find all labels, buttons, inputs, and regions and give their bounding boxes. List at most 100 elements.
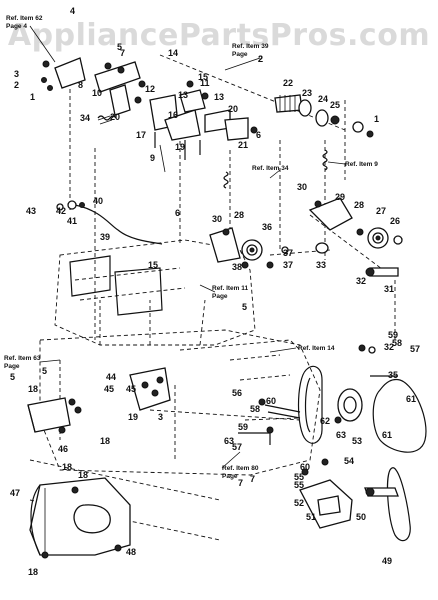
part-number-label: 61	[406, 394, 416, 404]
reference-callouts: Ref. Item 62 Page 4 Ref. Item 39 Page 2 …	[4, 15, 378, 484]
part-number-label: 62	[320, 416, 330, 426]
part-number-label: 7	[238, 478, 243, 488]
svg-text:Ref. Item 11: Ref. Item 11	[212, 285, 249, 292]
part-number-label: 25	[330, 100, 340, 110]
part-number-label: 35	[388, 370, 398, 380]
part-number-label: 50	[356, 512, 366, 522]
part-number-label: 15	[148, 260, 158, 270]
svg-text:2: 2	[258, 54, 263, 64]
belt-cover	[29, 477, 131, 559]
upper-bracket-assembly	[41, 57, 258, 173]
part-number-label: 47	[10, 488, 20, 498]
engine-housing	[54, 239, 256, 346]
control-rod	[238, 398, 301, 445]
part-number-label: 40	[93, 196, 103, 206]
part-number-label: 60	[266, 396, 276, 406]
part-number-label: 21	[238, 140, 248, 150]
part-number-label: 45	[126, 384, 136, 394]
part-number-label: 18	[28, 567, 38, 577]
part-number-label: 11	[200, 78, 210, 88]
part-number-label: 56	[232, 388, 242, 398]
part-number-label: 36	[262, 222, 272, 232]
part-number-label: 58	[250, 404, 260, 414]
svg-text:7: 7	[250, 474, 255, 484]
part-number-label: 37	[283, 260, 293, 270]
part-number-label: 6	[175, 208, 180, 218]
part-number-label: 27	[376, 206, 386, 216]
svg-text:Ref. Item 63: Ref. Item 63	[4, 355, 41, 362]
part-number-label: 1	[30, 92, 35, 102]
part-number-label: 18	[78, 470, 88, 480]
part-number-label: 20	[110, 112, 120, 122]
center-pulley-assembly	[209, 227, 289, 269]
part-number-label: 15	[198, 72, 208, 82]
part-number-label: 6	[256, 130, 261, 140]
part-number-label: 2	[258, 54, 263, 64]
part-number-label: 28	[234, 210, 244, 220]
part-number-label: 18	[28, 384, 38, 394]
part-number-label: 55	[294, 480, 304, 490]
part-number-label: 59	[388, 330, 398, 340]
part-number-label: 57	[410, 344, 420, 354]
part-number-label: 19	[175, 142, 185, 152]
part-number-label: 10	[92, 88, 102, 98]
part-number-label: 52	[294, 498, 304, 508]
svg-text:Page 4: Page 4	[6, 23, 27, 30]
lower-belt	[299, 458, 411, 542]
svg-text:5: 5	[10, 372, 15, 382]
part-number-label: 32	[356, 276, 366, 286]
part-number-label: 54	[344, 456, 354, 466]
svg-text:5: 5	[242, 302, 247, 312]
part-number-label: 13	[214, 92, 224, 102]
part-number-label: 2	[14, 80, 19, 90]
part-number-label: 31	[384, 284, 394, 294]
part-number-label: 44	[106, 372, 116, 382]
part-number-label: 8	[78, 80, 83, 90]
part-number-label: 7	[120, 48, 125, 58]
part-number-label: 32	[384, 342, 394, 352]
part-number-label: 34	[80, 113, 90, 123]
part-number-label: 33	[316, 260, 326, 270]
part-number-label: 39	[100, 232, 110, 242]
mount-bracket	[129, 367, 171, 411]
part-number-label: 14	[168, 48, 178, 58]
part-number-label: 17	[136, 130, 146, 140]
part-number-label: 45	[104, 384, 114, 394]
svg-text:Page: Page	[232, 51, 248, 58]
part-number-label: 49	[382, 556, 392, 566]
left-lower-hardware	[27, 397, 82, 434]
part-number-label: 59	[238, 422, 248, 432]
part-number-label: 43	[26, 206, 36, 216]
part-number-label: 29	[335, 192, 345, 202]
part-number-label: 22	[283, 78, 293, 88]
part-number-label: 5	[42, 366, 47, 376]
svg-text:Ref. Item 14: Ref. Item 14	[298, 345, 335, 352]
part-number-label: 63	[224, 436, 234, 446]
springs	[97, 115, 328, 189]
part-number-label: 30	[297, 182, 307, 192]
part-number-label: 41	[67, 216, 77, 226]
part-number-label: 30	[212, 214, 222, 224]
part-number-label: 12	[145, 84, 155, 94]
part-number-label: 4	[70, 6, 75, 16]
part-number-label: 28	[354, 200, 364, 210]
part-number-label: 20	[228, 104, 238, 114]
part-number-label: 57	[232, 442, 242, 452]
part-number-label: 16	[168, 110, 178, 120]
svg-text:Ref. Item 34: Ref. Item 34	[252, 165, 289, 172]
part-number-label: 61	[382, 430, 392, 440]
part-number-label: 37	[283, 248, 293, 258]
part-number-label: 60	[300, 462, 310, 472]
svg-text:Page: Page	[212, 293, 228, 300]
idler-bolt-assembly	[274, 94, 374, 138]
part-number-label: 13	[178, 90, 188, 100]
svg-text:Page: Page	[4, 363, 20, 370]
svg-text:Page: Page	[222, 473, 238, 480]
part-number-label: 63	[336, 430, 346, 440]
part-number-label: 51	[306, 512, 316, 522]
part-number-label: 38	[232, 262, 242, 272]
part-number-label: 26	[390, 216, 400, 226]
svg-text:Ref. Item 62: Ref. Item 62	[6, 15, 43, 22]
part-number-label: 58	[392, 338, 402, 348]
